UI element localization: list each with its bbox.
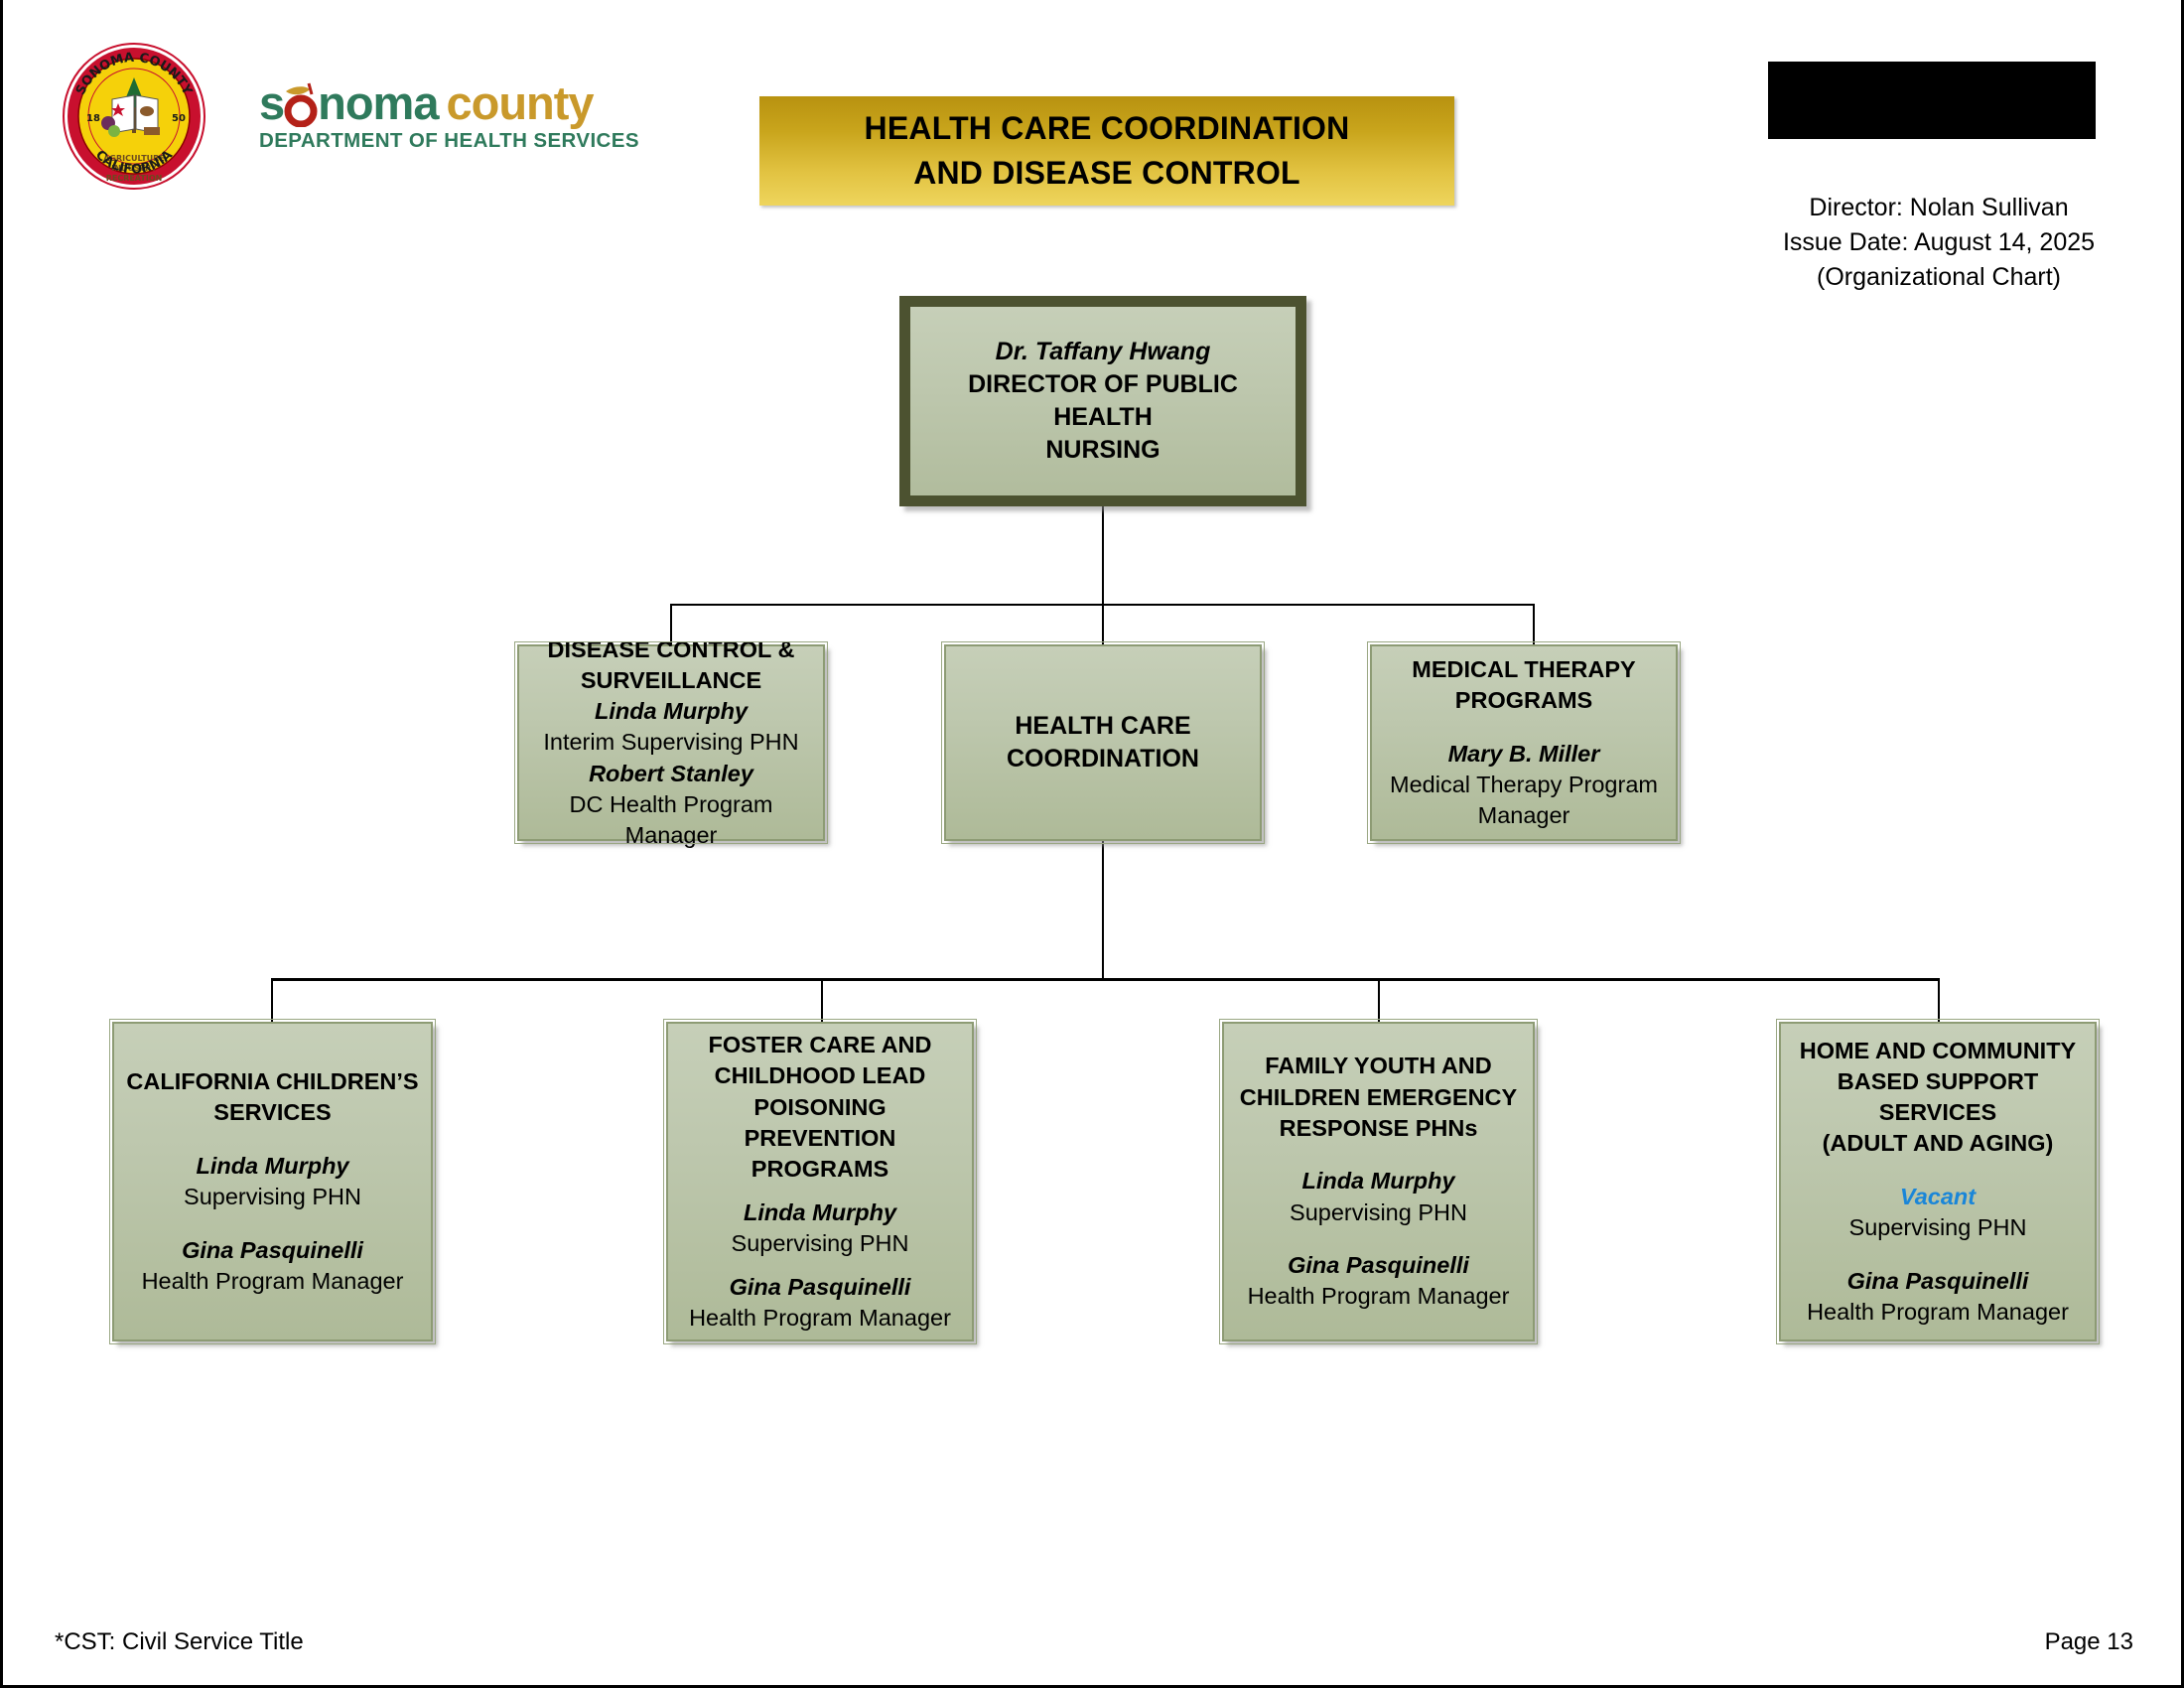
- fyc-heading-line1: FAMILY YOUTH AND: [1265, 1053, 1492, 1079]
- dcs-heading-line2: SURVEILLANCE: [580, 666, 762, 693]
- issue-date-line: Issue Date: August 14, 2025: [1782, 228, 2096, 256]
- node-director-public-health-nursing[interactable]: Dr. Taffany Hwang DIRECTOR OF PUBLIC HEA…: [899, 296, 1306, 506]
- ccs-heading-line1: CALIFORNIA CHILDREN’S: [126, 1067, 419, 1094]
- svg-text:50: 50: [172, 113, 186, 124]
- connector-to-ccs: [271, 978, 273, 1023]
- root-title-line1: DIRECTOR OF PUBLIC HEALTH: [968, 369, 1238, 431]
- logo-subtitle: DEPARTMENT OF HEALTH SERVICES: [259, 129, 639, 152]
- fos-name2: Gina Pasquinelli: [729, 1273, 911, 1300]
- fos-heading-line4: PROGRAMS: [751, 1156, 889, 1182]
- redaction-box: [1768, 62, 2096, 139]
- fos-heading-line2: CHILDHOOD LEAD: [714, 1062, 926, 1089]
- header-meta-block: Director: Nolan Sullivan Issue Date: Aug…: [1691, 191, 2184, 295]
- chart-kind-line: (Organizational Chart): [1817, 263, 2061, 291]
- ccs-title2: Health Program Manager: [141, 1267, 404, 1294]
- svg-text:INDUSTRY: INDUSTRY: [111, 164, 157, 173]
- connector-level3-bus: [271, 978, 1939, 981]
- chart-title-banner: HEALTH CARE COORDINATION AND DISEASE CON…: [759, 96, 1454, 206]
- connector-to-family-youth: [1378, 978, 1380, 1023]
- logo-noma: noma: [318, 76, 439, 129]
- mtp-heading-line1: MEDICAL THERAPY: [1412, 655, 1636, 682]
- hcc-heading-line1: HEALTH CARE: [1015, 711, 1191, 740]
- fyc-name2: Gina Pasquinelli: [1288, 1252, 1469, 1279]
- dcs-heading-line1: DISEASE CONTROL &: [547, 635, 795, 662]
- node-foster-care-lead-poisoning[interactable]: FOSTER CARE AND CHILDHOOD LEAD POISONING…: [663, 1019, 977, 1344]
- logo-s: s: [259, 76, 285, 129]
- root-name: Dr. Taffany Hwang: [995, 337, 1211, 365]
- footer-page-number: Page 13: [2044, 1628, 2133, 1655]
- fyc-title2: Health Program Manager: [1247, 1283, 1510, 1310]
- root-title-line2: NURSING: [1045, 436, 1160, 465]
- node-disease-control-surveillance[interactable]: DISEASE CONTROL & SURVEILLANCE Linda Mur…: [514, 636, 828, 848]
- dcs-title2: DC Health Program Manager: [569, 790, 773, 849]
- dcs-title1: Interim Supervising PHN: [543, 729, 799, 756]
- ccs-title1: Supervising PHN: [184, 1184, 361, 1209]
- svg-text:AGRICULTURE: AGRICULTURE: [103, 154, 165, 163]
- fyc-title1: Supervising PHN: [1290, 1198, 1467, 1225]
- hcb-vacant-badge: Vacant: [1899, 1184, 1977, 1209]
- mtp-title1-line2: Manager: [1477, 802, 1570, 829]
- chart-title-line2: AND DISEASE CONTROL: [913, 155, 1300, 191]
- mtp-title1-line1: Medical Therapy Program: [1390, 771, 1658, 797]
- fyc-heading-line2: CHILDREN EMERGENCY: [1239, 1083, 1518, 1110]
- dcs-name1: Linda Murphy: [594, 698, 749, 725]
- dcs-name2: Robert Stanley: [589, 760, 753, 786]
- ccs-name1: Linda Murphy: [196, 1152, 349, 1179]
- hcc-heading-line2: COORDINATION: [1007, 745, 1199, 773]
- node-home-community-based-support[interactable]: HOME AND COMMUNITY BASED SUPPORT SERVICE…: [1776, 1019, 2100, 1344]
- fos-title1: Supervising PHN: [731, 1229, 909, 1256]
- fos-heading-line1: FOSTER CARE AND: [708, 1032, 932, 1057]
- fos-title2: Health Program Manager: [689, 1304, 951, 1331]
- mtp-name1: Mary B. Miller: [1447, 740, 1600, 767]
- ccs-name2: Gina Pasquinelli: [182, 1236, 363, 1263]
- svg-text:18: 18: [86, 113, 100, 124]
- hcb-heading-line3: (ADULT AND AGING): [1822, 1130, 2054, 1157]
- connector-to-medical-therapy: [1533, 604, 1535, 645]
- fos-heading-line3: POISONING PREVENTION: [744, 1093, 896, 1151]
- connector-hcc-stem: [1102, 841, 1104, 980]
- chart-title-line1: HEALTH CARE COORDINATION: [864, 110, 1350, 146]
- hcb-name2: Gina Pasquinelli: [1846, 1267, 2029, 1294]
- hcb-heading-line2: BASED SUPPORT SERVICES: [1837, 1067, 2039, 1126]
- connector-to-home-community: [1938, 978, 1940, 1023]
- node-california-childrens-services[interactable]: CALIFORNIA CHILDREN’S SERVICES Linda Mur…: [109, 1019, 436, 1344]
- node-medical-therapy-programs[interactable]: MEDICAL THERAPY PROGRAMS Mary B. Miller …: [1367, 641, 1681, 844]
- hcb-title1: Supervising PHN: [1848, 1214, 2027, 1241]
- ccs-heading-line2: SERVICES: [213, 1099, 332, 1126]
- mtp-heading-line2: PROGRAMS: [1454, 686, 1593, 713]
- fos-name1: Linda Murphy: [743, 1198, 897, 1225]
- connector-root-stem: [1102, 506, 1104, 606]
- director-line: Director: Nolan Sullivan: [1809, 194, 2069, 221]
- hcb-title2: Health Program Manager: [1807, 1299, 2069, 1326]
- connector-to-disease-control: [670, 604, 672, 645]
- logo-county: county: [446, 76, 595, 129]
- hcb-heading-line1: HOME AND COMMUNITY: [1799, 1037, 2077, 1063]
- footer-note: *CST: Civil Service Title: [55, 1628, 304, 1655]
- connector-to-foster-care: [821, 978, 823, 1023]
- connector-to-health-care-coordination: [1102, 604, 1104, 645]
- svg-text:RECREATION: RECREATION: [106, 174, 163, 183]
- fyc-name1: Linda Murphy: [1301, 1168, 1455, 1195]
- fyc-heading-line3: RESPONSE PHNs: [1279, 1114, 1478, 1141]
- node-family-youth-children-emergency[interactable]: FAMILY YOUTH AND CHILDREN EMERGENCY RESP…: [1219, 1019, 1538, 1344]
- node-health-care-coordination[interactable]: HEALTH CARE COORDINATION: [941, 641, 1265, 844]
- sonoma-county-seal-icon: AGRICULTURE INDUSTRY RECREATION SONOMA C…: [63, 43, 205, 190]
